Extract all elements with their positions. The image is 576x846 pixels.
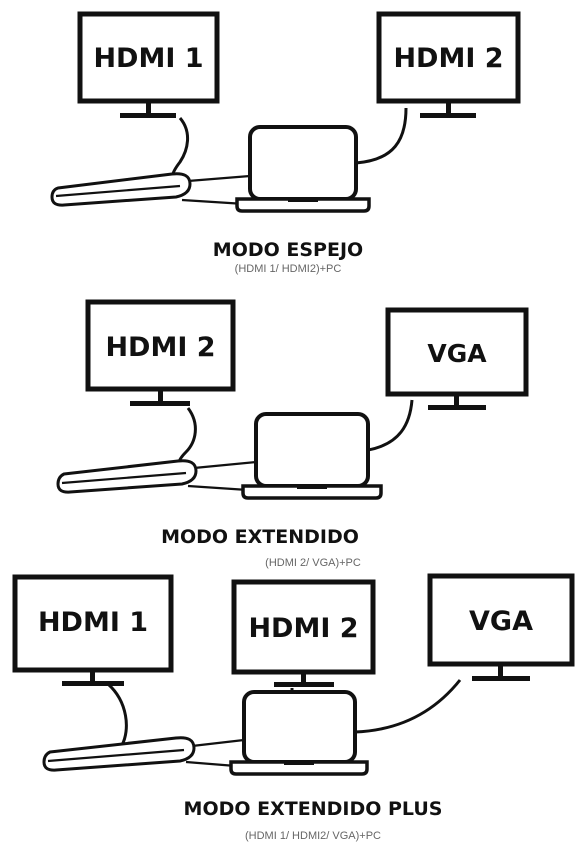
laptop-lid — [248, 125, 358, 201]
laptop — [229, 690, 369, 776]
laptop-lid — [254, 412, 370, 488]
monitor-hdmi1: HDMI 1 — [77, 11, 220, 118]
mode-extendido-plus: HDMI 1 HDMI 2 VGA MODO EXTENDIDO PLUS ( — [12, 573, 575, 842]
monitor-screen — [85, 299, 236, 392]
usb-hub — [56, 459, 198, 494]
monitor-screen — [427, 573, 575, 667]
monitor-hdmi2: HDMI 2 — [231, 579, 376, 687]
mode-extendido: HDMI 2 VGA MODO EXTENDIDO (HDMI 2/ VGA)+… — [56, 299, 529, 569]
cable-laptop-to-monitor-vga — [354, 679, 462, 734]
monitor-label: VGA — [427, 339, 487, 368]
cable-hub-to-monitor-hdmi1 — [106, 682, 128, 746]
laptop — [235, 125, 371, 213]
hub-edge-line — [55, 184, 181, 198]
cable-hub-to-laptop-base — [185, 760, 237, 768]
monitor-hdmi2: HDMI 2 — [85, 299, 236, 406]
monitor-stand-neck — [498, 664, 503, 676]
cable-laptop-to-monitor-hdmi2 — [355, 107, 408, 165]
cable-laptop-to-monitor-vga — [367, 399, 414, 452]
mode-espejo: HDMI 1 HDMI 2 MODO ESPEJO (HDMI 1/ HDMI2… — [50, 11, 521, 275]
monitor-stand-neck — [454, 394, 459, 405]
monitor-stand-base — [428, 405, 486, 410]
mode-subtitle: (HDMI 1/ HDMI2)+PC — [235, 263, 342, 275]
usb-hub — [42, 736, 196, 772]
monitor-label: HDMI 2 — [248, 613, 358, 644]
monitor-label: HDMI 1 — [38, 607, 148, 638]
hub-body — [42, 736, 196, 772]
cable-hub-to-laptop-base — [181, 198, 246, 206]
monitor-hdmi2: HDMI 2 — [376, 11, 521, 118]
laptop-lid — [242, 690, 357, 764]
hub-edge-line — [47, 748, 185, 763]
laptop-base — [241, 484, 383, 500]
mode-title: MODO EXTENDIDO — [161, 526, 359, 548]
monitor-stand-base — [62, 681, 124, 686]
monitor-stand-base — [130, 401, 190, 406]
monitor-stand-neck — [146, 101, 151, 113]
hub-edge-line — [61, 471, 187, 485]
monitor-label: HDMI 2 — [393, 43, 503, 74]
cable-hub-to-laptop — [193, 460, 257, 470]
cable-hub-to-laptop — [187, 174, 251, 183]
monitor-screen — [77, 11, 220, 104]
mode-title: MODO EXTENDIDO PLUS — [184, 798, 443, 820]
mode-title: MODO ESPEJO — [213, 239, 363, 261]
monitor-stand-base — [120, 113, 176, 118]
monitor-screen — [385, 307, 529, 397]
laptop-base — [235, 197, 371, 213]
monitor-label: HDMI 1 — [93, 43, 203, 74]
monitor-screen — [12, 574, 174, 673]
monitor-vga: VGA — [427, 573, 575, 681]
monitor-stand-neck — [446, 101, 451, 113]
usb-hub — [50, 172, 192, 207]
monitor-stand-base — [472, 676, 530, 681]
monitor-stand-neck — [90, 670, 95, 681]
laptop-base — [229, 760, 369, 776]
monitor-vga: VGA — [385, 307, 529, 410]
monitor-screen — [376, 11, 521, 104]
hub-body — [56, 459, 198, 494]
mode-subtitle: (HDMI 1/ HDMI2/ VGA)+PC — [245, 830, 381, 842]
laptop-notch — [284, 762, 314, 765]
cable-hub-to-laptop-base — [187, 484, 249, 492]
monitor-hdmi1: HDMI 1 — [12, 574, 174, 686]
monitor-label: HDMI 2 — [105, 332, 215, 363]
laptop-notch — [288, 199, 318, 202]
hub-body — [50, 172, 192, 207]
monitor-stand-base — [274, 682, 334, 687]
cable-hub-to-laptop — [191, 738, 245, 748]
monitor-stand-neck — [158, 389, 163, 401]
monitor-label: VGA — [469, 606, 533, 637]
laptop — [241, 412, 383, 500]
monitor-stand-base — [420, 113, 476, 118]
laptop-notch — [297, 486, 327, 489]
mode-subtitle: (HDMI 2/ VGA)+PC — [265, 557, 361, 569]
monitor-stand-neck — [301, 672, 306, 682]
